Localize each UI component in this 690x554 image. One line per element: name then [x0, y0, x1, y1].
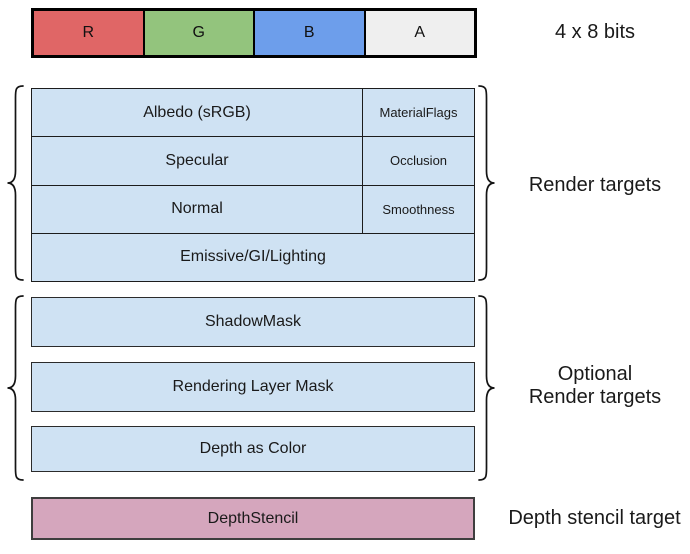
table-row: Albedo (sRGB) MaterialFlags	[32, 89, 474, 137]
full-width-cell: Emissive/GI/Lighting	[180, 248, 326, 266]
channel-cell-r: R	[34, 11, 143, 55]
optional-target-box: ShadowMask	[31, 297, 475, 347]
table-row: Specular Occlusion	[32, 136, 474, 185]
bits-caption: 4 x 8 bits	[554, 21, 636, 43]
optional-label-line1: Optional	[557, 363, 633, 385]
optional-label-line2: Render targets	[528, 386, 662, 408]
channel-cell-b: B	[253, 11, 364, 55]
rgb-cell: Specular	[165, 151, 229, 169]
curly-brace-left	[7, 295, 24, 481]
curly-brace-right	[478, 295, 495, 481]
optional-render-targets-label: Optional Render targets	[500, 363, 690, 409]
channel-bar: R G B A	[31, 8, 477, 58]
rgb-cell: Normal	[171, 200, 223, 218]
rgb-cell: Albedo (sRGB)	[143, 103, 251, 121]
render-targets-label: Render targets	[528, 174, 662, 196]
depth-stencil-label: Depth stencil target	[508, 507, 681, 529]
channel-cell-a: A	[363, 11, 474, 55]
curly-brace-right	[478, 85, 495, 281]
depth-stencil-box: DepthStencil	[31, 497, 475, 540]
table-row: Normal Smoothness	[32, 184, 474, 233]
curly-brace-left	[7, 85, 24, 281]
optional-target-box: Rendering Layer Mask	[31, 362, 475, 412]
alpha-cell: Occlusion	[362, 137, 474, 185]
alpha-cell: MaterialFlags	[362, 89, 474, 137]
render-targets-table: Albedo (sRGB) MaterialFlags Specular Occ…	[31, 88, 475, 282]
optional-target-box: Depth as Color	[31, 426, 475, 472]
alpha-cell: Smoothness	[362, 185, 474, 233]
channel-cell-g: G	[142, 11, 253, 55]
table-row: Emissive/GI/Lighting	[32, 232, 474, 281]
